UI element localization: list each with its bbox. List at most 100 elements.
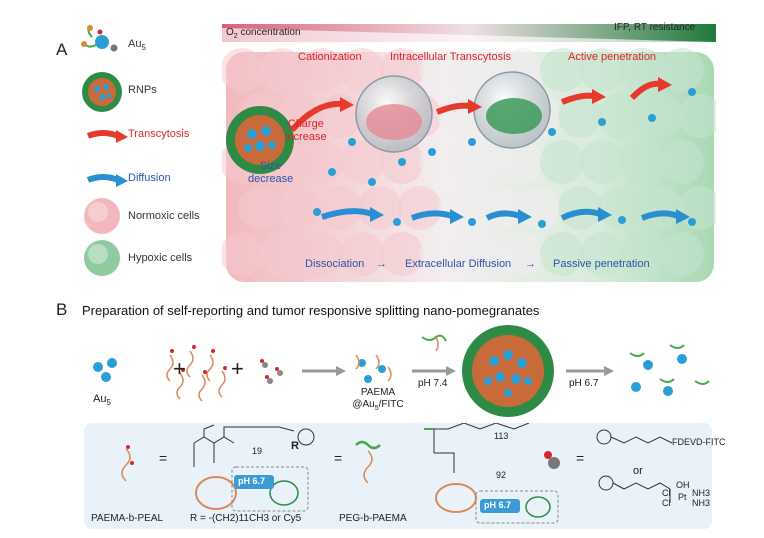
tissue-cell <box>660 232 704 276</box>
au5-particle <box>428 148 436 156</box>
transcytosis-arrows <box>289 77 672 133</box>
peg-paema-icon <box>355 440 381 484</box>
repeat-92: 92 <box>496 470 507 480</box>
hypoxic-cell-icon <box>84 240 120 276</box>
au5-particle <box>648 114 656 122</box>
arrow-2: → <box>525 258 536 270</box>
ph-switch-2: pH 6.7 <box>484 500 512 510</box>
tissue-cell <box>420 232 464 276</box>
paema-peal-label: PAEMA-b-PEAL <box>91 513 164 524</box>
tissue-cell <box>260 48 304 92</box>
legend-label-transcytosis: Transcytosis <box>128 128 190 140</box>
plus-2: + <box>231 356 244 381</box>
panel-a-illustration <box>222 24 716 282</box>
au5-particle <box>468 138 476 146</box>
plus-1: + <box>173 356 186 381</box>
tissue-cell <box>358 186 402 230</box>
tissue-cell <box>580 48 624 92</box>
rnp-nano-pomegranate <box>462 325 554 417</box>
tissue-cell <box>580 232 624 276</box>
tissue-cell <box>380 232 424 276</box>
panel-b-title: Preparation of self-reporting and tumor … <box>82 303 540 318</box>
tissue-cell <box>398 186 442 230</box>
legend-label-hypoxic: Hypoxic cells <box>128 252 193 264</box>
au5-particle <box>548 128 556 136</box>
tissue-cell <box>340 48 384 92</box>
tissue-cell <box>340 232 384 276</box>
arrow-1: → <box>376 258 387 270</box>
tissue-cell <box>300 232 344 276</box>
pt-cl-label-1: Cl <box>662 488 671 498</box>
peg-paema-label: PEG-b-PAEMA <box>339 513 407 524</box>
tissue-cell <box>420 48 464 92</box>
fitc-label: FDEVD-FITC <box>672 437 726 447</box>
step-cationization: Cationization <box>298 51 362 63</box>
paema-peal-icon <box>121 445 134 482</box>
legend-label-diffusion: Diffusion <box>128 172 171 184</box>
legend-label-au5: Au5 <box>128 38 146 53</box>
au5-particle <box>598 118 606 126</box>
gradient-label-right: IFP, RT resistance <box>614 22 696 33</box>
repeat-19: 19 <box>252 446 263 456</box>
tissue-cell <box>620 48 664 92</box>
step-passive-penetration: Passive penetration <box>553 258 650 270</box>
tissue-cell <box>678 186 716 230</box>
au5-particle <box>468 218 476 226</box>
tissue-cell <box>340 140 384 184</box>
pt-label: Pt <box>678 492 687 502</box>
au5-particle <box>618 216 626 224</box>
tissue-cell <box>500 140 544 184</box>
tissue-cell <box>460 140 504 184</box>
peg-paema-structure <box>433 423 559 524</box>
ph-67-label: pH 6.7 <box>569 378 599 389</box>
rnp-large <box>226 106 294 174</box>
tissue-cell <box>300 48 344 92</box>
gradient-label-left: O2 concentration <box>226 27 301 40</box>
tissue-cell <box>620 140 664 184</box>
tissue-cell <box>278 186 322 230</box>
au5-particle <box>398 158 406 166</box>
tissue-cell <box>260 232 304 276</box>
au5-particle <box>328 168 336 176</box>
repeat-113: 113 <box>494 431 509 441</box>
tissue-cell <box>620 232 664 276</box>
au5-particle <box>348 138 356 146</box>
tissue-cell <box>540 140 584 184</box>
step-intracellular-transcytosis: Intracellular Transcytosis <box>390 51 512 63</box>
rnp-particle-icon <box>82 72 122 112</box>
tissue-cell <box>580 140 624 184</box>
au5-particle <box>313 208 321 216</box>
chemistry-structures <box>121 423 673 524</box>
tissue-cell <box>540 232 584 276</box>
normoxic-cell-icon <box>84 198 120 234</box>
pt-nh3-label-2: NH3 <box>692 498 711 508</box>
tissue-cell <box>540 48 584 92</box>
cisplatin-structure <box>598 475 671 503</box>
fitc-structure <box>596 429 673 445</box>
tissue-cell <box>678 94 716 138</box>
tissue-cell <box>598 186 642 230</box>
tissue-cell <box>238 186 282 230</box>
red-arrow-icon <box>86 130 128 143</box>
au5-particle <box>538 220 546 228</box>
tissue-cell <box>500 232 544 276</box>
paema-au5-label: PAEMA @Au5/FITC <box>352 387 404 412</box>
step-dissociation: Dissociation <box>305 258 365 270</box>
panel-b-scheme <box>93 325 710 417</box>
au5-cluster-icon <box>81 24 118 52</box>
tissue-cell <box>518 186 562 230</box>
panel-b-letter: B <box>56 300 68 319</box>
tissue-cell <box>638 186 682 230</box>
tissue-cell <box>478 186 522 230</box>
tissue-cell <box>598 94 642 138</box>
au5-particle <box>688 88 696 96</box>
tissue-cell <box>558 186 602 230</box>
tissue-cells <box>222 48 716 276</box>
legend-label-normoxic: Normoxic cells <box>128 210 200 222</box>
paema-peal-structure <box>193 424 315 512</box>
released-particles <box>629 344 710 396</box>
panel-a-legend <box>81 24 128 276</box>
tissue-cell <box>660 140 704 184</box>
